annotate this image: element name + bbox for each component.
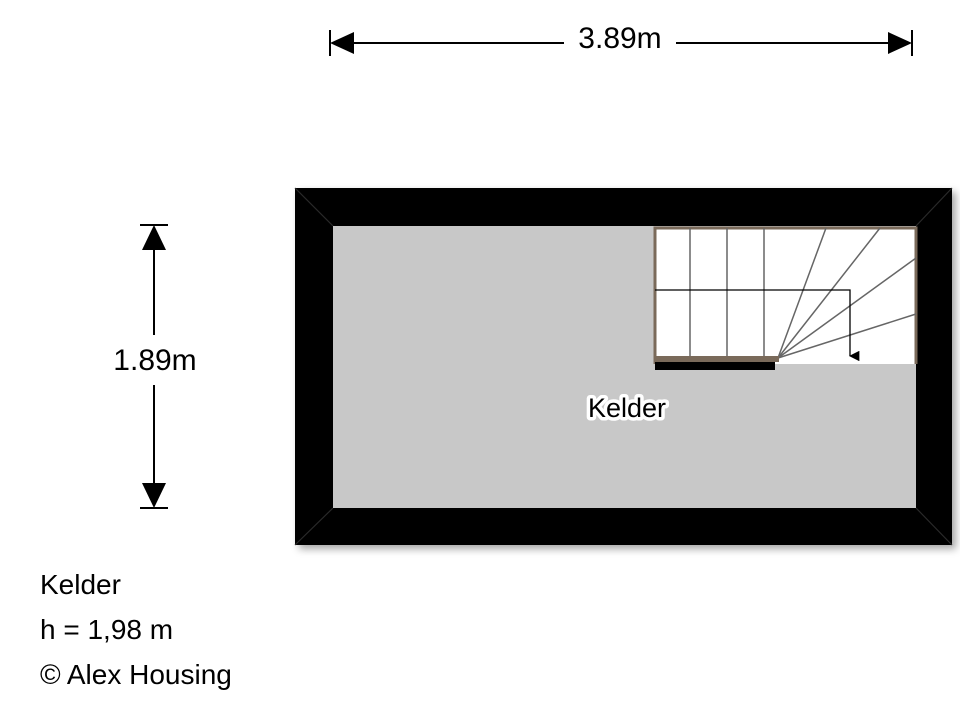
depth-dimension: 1.89m (113, 224, 197, 509)
arrow-right-icon (888, 32, 912, 54)
arrow-left-icon (330, 32, 354, 54)
depth-label: 1.89m (113, 344, 196, 377)
room-label: Kelder (588, 393, 666, 423)
width-dimension: 3.89m (329, 22, 913, 56)
staircase (653, 226, 918, 370)
wall-bevels (294, 187, 953, 546)
arrow-up-icon (142, 225, 166, 250)
caption-height: h = 1,98 m (40, 614, 174, 645)
width-label: 3.89m (578, 22, 661, 55)
caption-room-name: Kelder (40, 569, 121, 600)
plan-caption: Kelder h = 1,98 m © Alex Housing (40, 562, 232, 697)
caption-copyright: © Alex Housing (40, 659, 232, 690)
arrow-down-icon (142, 483, 166, 508)
